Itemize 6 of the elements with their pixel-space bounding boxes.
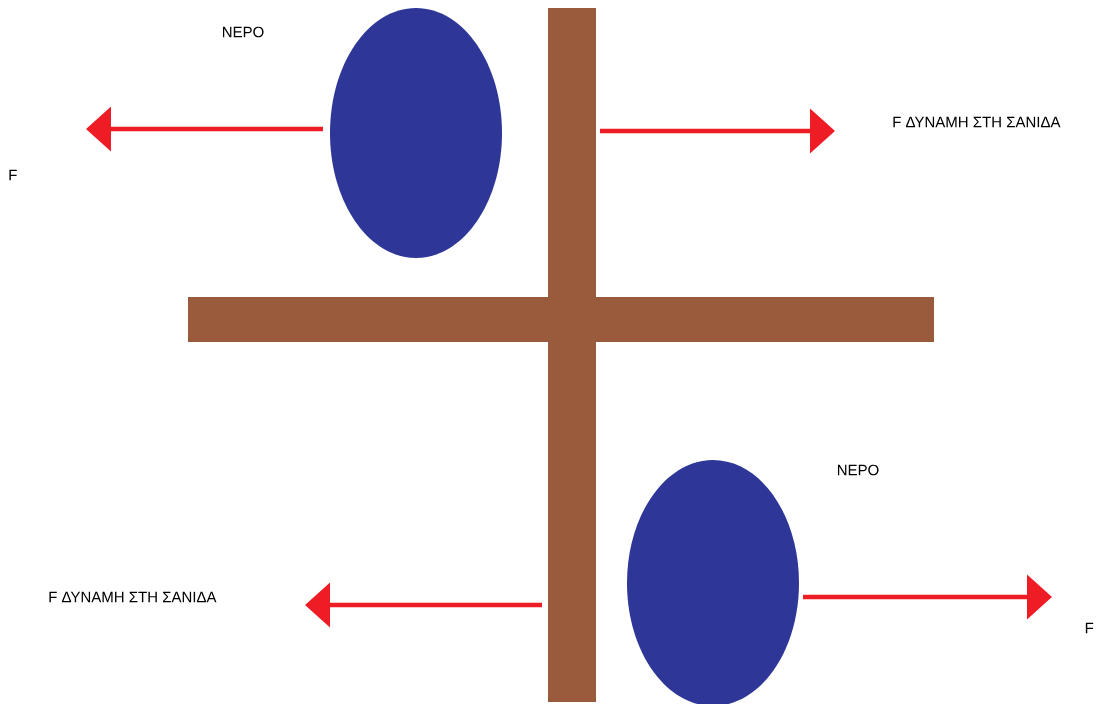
- text-label: F ΔΥΝΑΜΗ ΣΤΗ ΣΑΝΙΔΑ: [49, 591, 217, 603]
- text-label: ΝΕΡΟ: [223, 26, 264, 38]
- text-label: F ΔΥΝΑΜΗ ΣΤΗ ΣΑΝΙΔΑ: [893, 116, 1061, 128]
- text-label: F: [9, 169, 17, 181]
- text-label: F: [1085, 622, 1094, 634]
- text-label: ΝΕΡΟ: [837, 464, 879, 476]
